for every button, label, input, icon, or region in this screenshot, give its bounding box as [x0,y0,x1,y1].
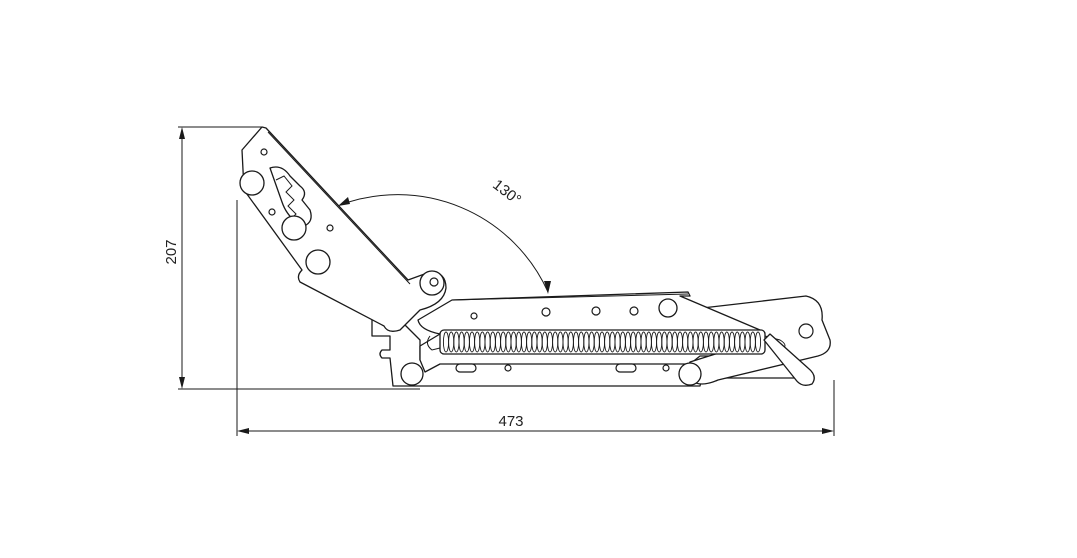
hole [326,224,334,232]
pin-base [400,362,424,386]
pin-cam [281,215,307,241]
angle-arrow-end [544,281,551,294]
width-label: 473 [498,413,523,430]
hole [268,208,276,216]
top-plate [417,291,761,335]
width-dimension: 473 [236,200,835,436]
angle-label: 130° [489,176,524,209]
top-plate-edge [451,293,689,301]
hole [504,364,512,372]
hinge-mechanism [239,126,831,387]
hole [629,306,639,316]
slot [455,363,477,373]
angle-arrow-start [338,197,350,206]
spring-coil [754,331,762,353]
upper-arm-edge [267,131,411,285]
spring-coils [442,331,762,353]
hole-large [798,323,814,339]
tension-spring [426,329,786,355]
width-arrow-left [237,428,249,434]
angle-arc [339,194,549,293]
hole [429,277,439,287]
height-arrow-top [179,127,185,139]
width-arrow-right [822,428,834,434]
spring-hook-left [426,335,441,351]
pin-top-plate [658,298,678,318]
height-arrow-bottom [179,377,185,389]
hook-link [763,333,815,386]
hole [541,307,551,317]
height-label: 207 [163,239,180,264]
upper-arm [241,126,447,332]
pin-bracket [678,362,702,386]
hole [662,364,670,372]
pin-top-left [239,170,265,196]
hole [591,306,601,316]
height-dimension: 207 [163,126,420,390]
hole [470,312,478,320]
pin-mid [305,249,331,275]
slot [615,363,637,373]
hole [260,148,268,156]
cam-slot [275,175,297,221]
